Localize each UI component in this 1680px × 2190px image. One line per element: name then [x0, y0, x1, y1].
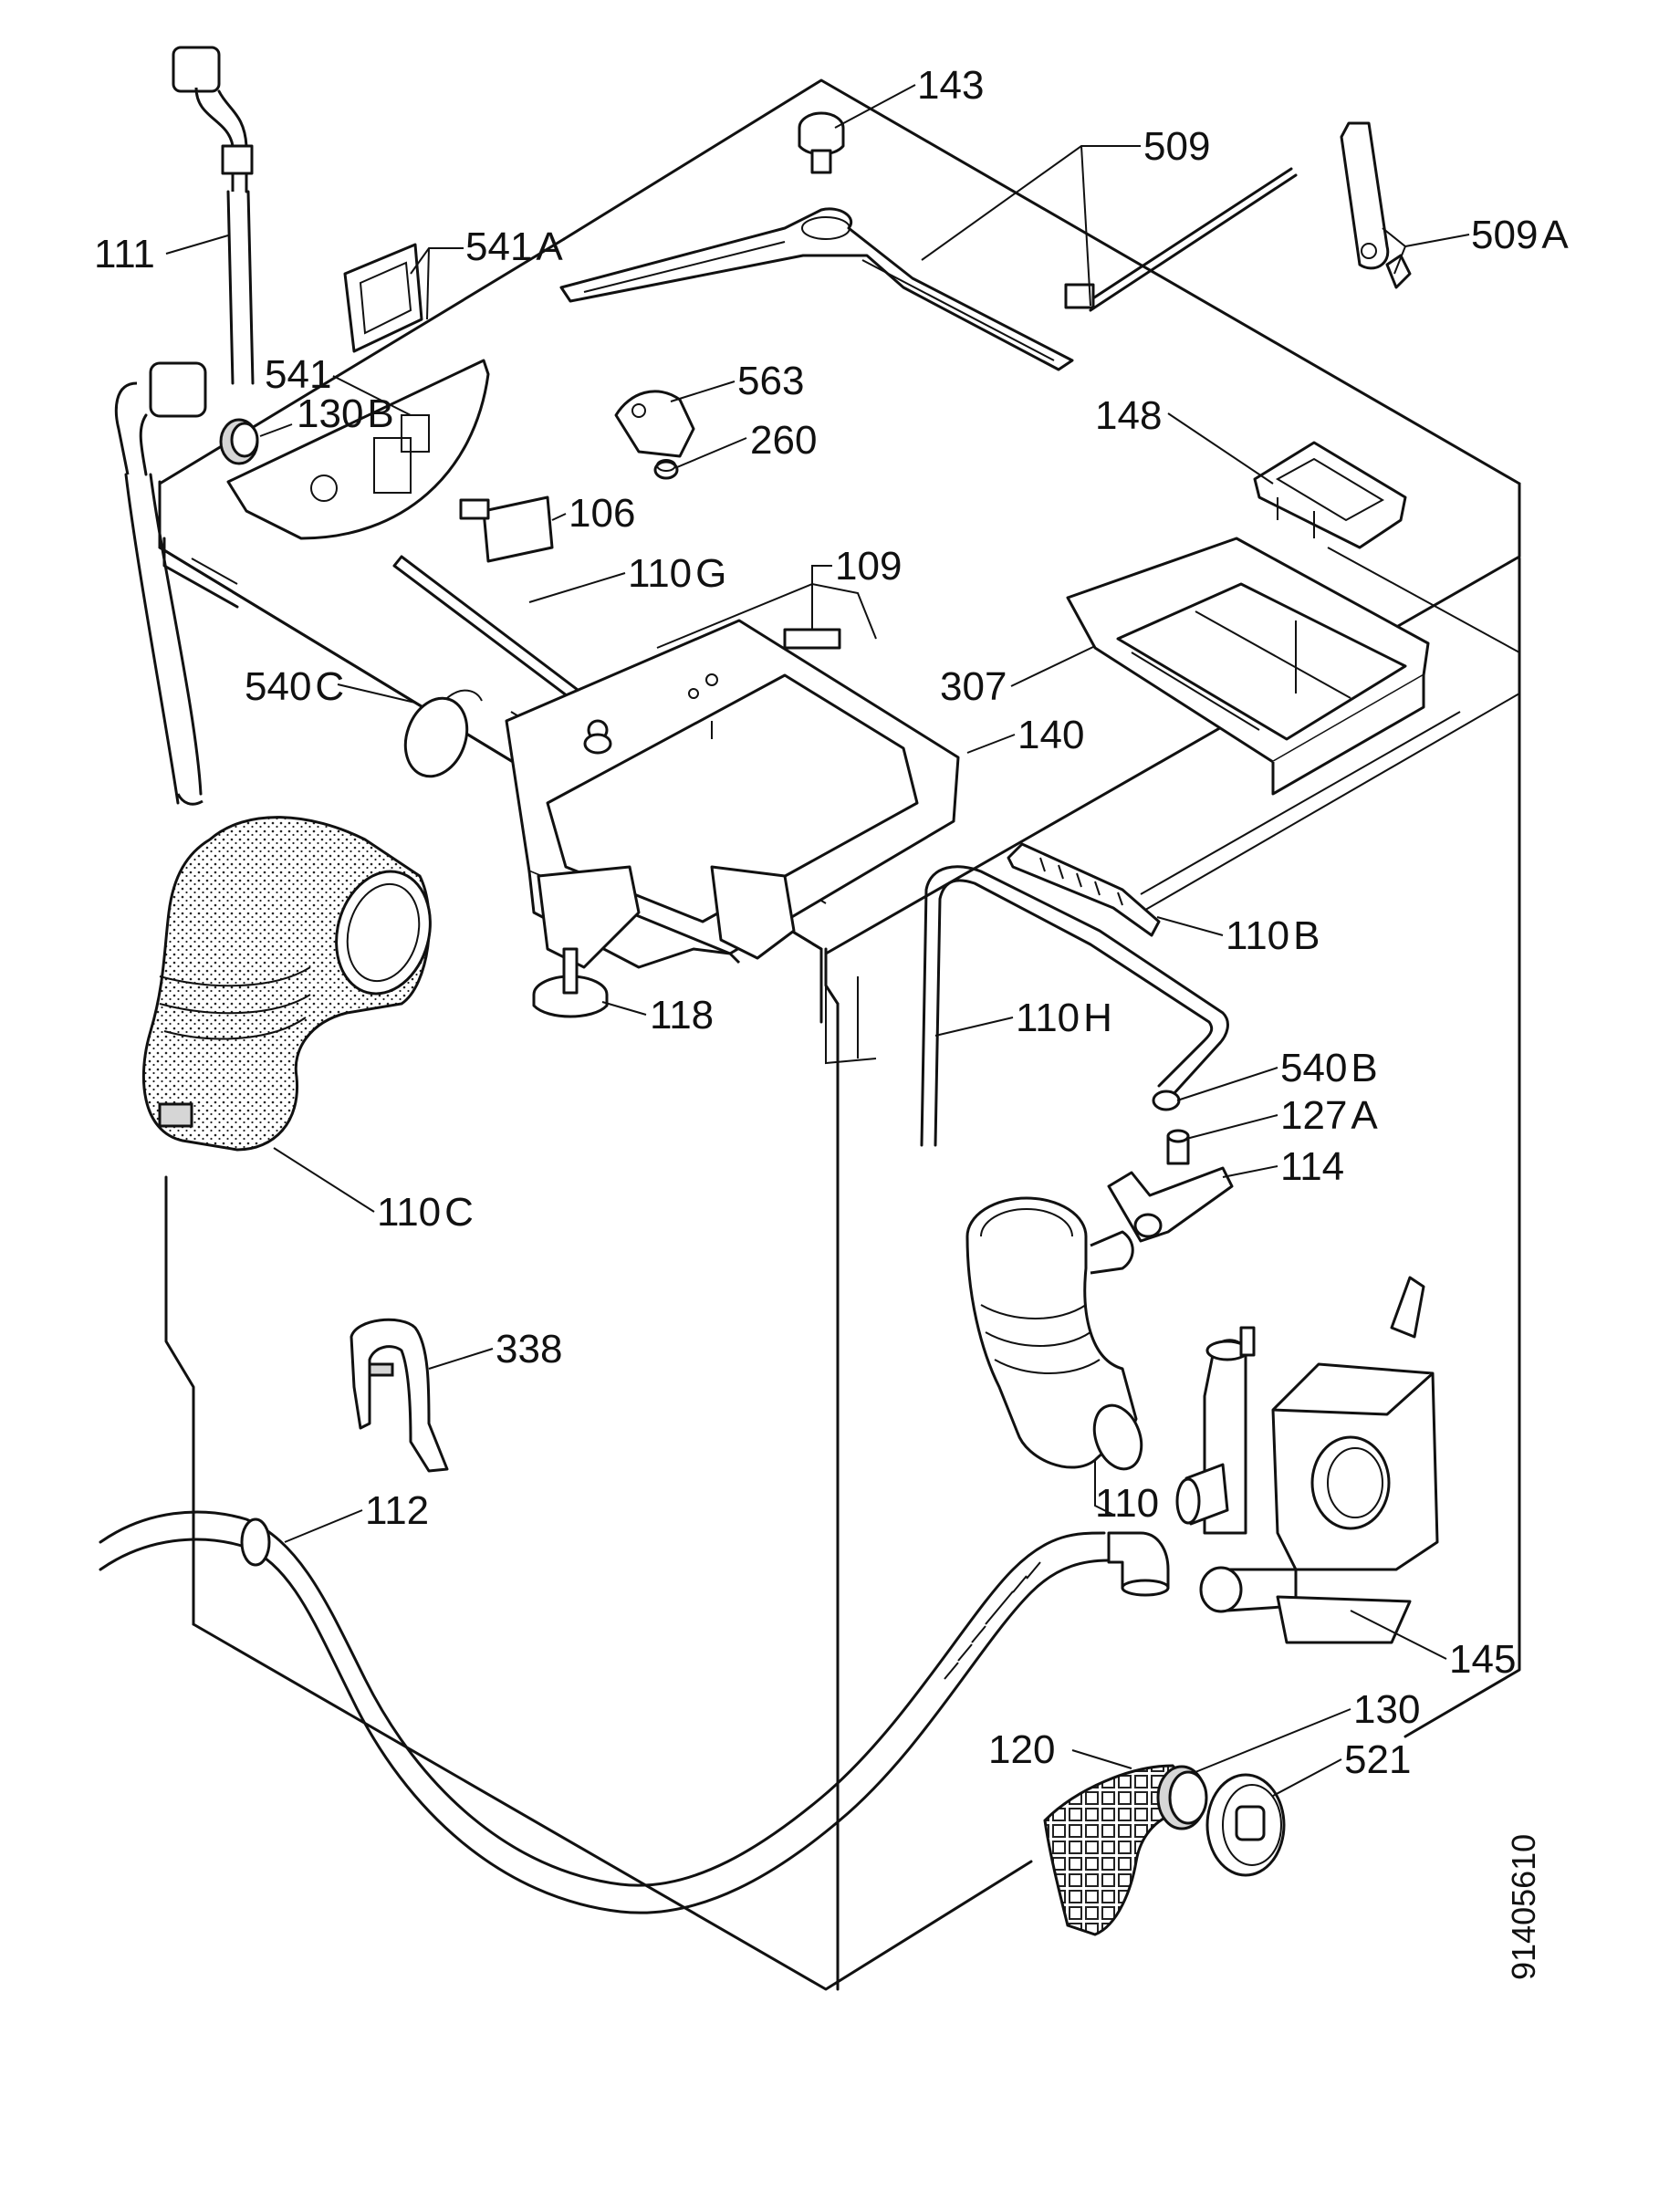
seal-130	[1156, 1765, 1208, 1830]
part-labels: 143 509 509A 111 541A 541 130B 563 260 1…	[94, 63, 1569, 1980]
drain-hose-112	[99, 1510, 1170, 1914]
cabinet-outline	[158, 78, 1521, 1991]
label-118: 118	[650, 993, 714, 1038]
label-110: 110	[1095, 1481, 1159, 1526]
label-307: 307	[940, 664, 1007, 709]
rod-509	[1064, 167, 1298, 312]
cap-540c	[403, 689, 483, 778]
label-130: 130	[1353, 1687, 1420, 1732]
panel-541	[226, 359, 490, 540]
label-110g: 110G	[628, 551, 726, 596]
label-109: 109	[835, 544, 902, 589]
filter-120	[1043, 1764, 1188, 1936]
cover-148	[1253, 441, 1407, 549]
rod-110g	[392, 555, 590, 709]
label-509: 509	[1143, 124, 1210, 169]
bellows-110c	[141, 816, 432, 1152]
inlet-hose-111	[172, 46, 255, 385]
hose-110h	[920, 865, 1229, 1147]
dispenser-housing-109	[505, 582, 960, 969]
label-143: 143	[917, 63, 984, 108]
label-110h: 110H	[1016, 996, 1112, 1040]
label-338: 338	[496, 1327, 562, 1371]
drawer-307	[1066, 537, 1430, 796]
label-540c: 540C	[245, 664, 344, 709]
clip-338	[350, 1318, 449, 1473]
label-106: 106	[569, 491, 635, 536]
spring-260	[653, 459, 679, 480]
frame-509	[559, 207, 1074, 371]
label-563: 563	[737, 359, 804, 403]
lever-509a	[1340, 121, 1412, 289]
drawing-code: 91405610	[1505, 1834, 1542, 1980]
clip-541a	[343, 243, 423, 353]
valve-127a	[1166, 1129, 1190, 1165]
label-145: 145	[1449, 1637, 1516, 1682]
hose-110b	[1007, 842, 1161, 937]
label-112: 112	[365, 1488, 429, 1533]
pump-145	[1175, 1276, 1439, 1644]
label-509a: 509A	[1471, 213, 1569, 257]
label-120: 120	[988, 1727, 1055, 1772]
label-540b: 540B	[1280, 1046, 1378, 1090]
label-114: 114	[1280, 1144, 1344, 1189]
label-111: 111	[94, 232, 155, 276]
cap-521	[1205, 1773, 1286, 1877]
knob-143	[798, 111, 845, 174]
label-541a: 541A	[465, 224, 563, 269]
leader-lines	[165, 84, 1470, 1797]
label-130b: 130B	[297, 391, 394, 436]
wheel-118	[532, 947, 609, 1018]
label-521: 521	[1344, 1737, 1411, 1782]
clamp-540b	[1152, 1090, 1181, 1111]
label-541: 541	[265, 352, 331, 397]
label-127a: 127A	[1280, 1093, 1378, 1138]
switch-106	[459, 495, 554, 563]
inlet-hose-lower	[114, 361, 207, 806]
sensor-114	[1107, 1166, 1234, 1243]
nut-130b	[219, 418, 259, 465]
label-148: 148	[1095, 393, 1162, 438]
label-110b: 110B	[1226, 913, 1320, 958]
cover-563	[614, 390, 695, 458]
label-110c: 110C	[377, 1190, 474, 1235]
label-140: 140	[1017, 713, 1084, 757]
label-260: 260	[750, 418, 817, 463]
bellows-110	[965, 1196, 1143, 1471]
